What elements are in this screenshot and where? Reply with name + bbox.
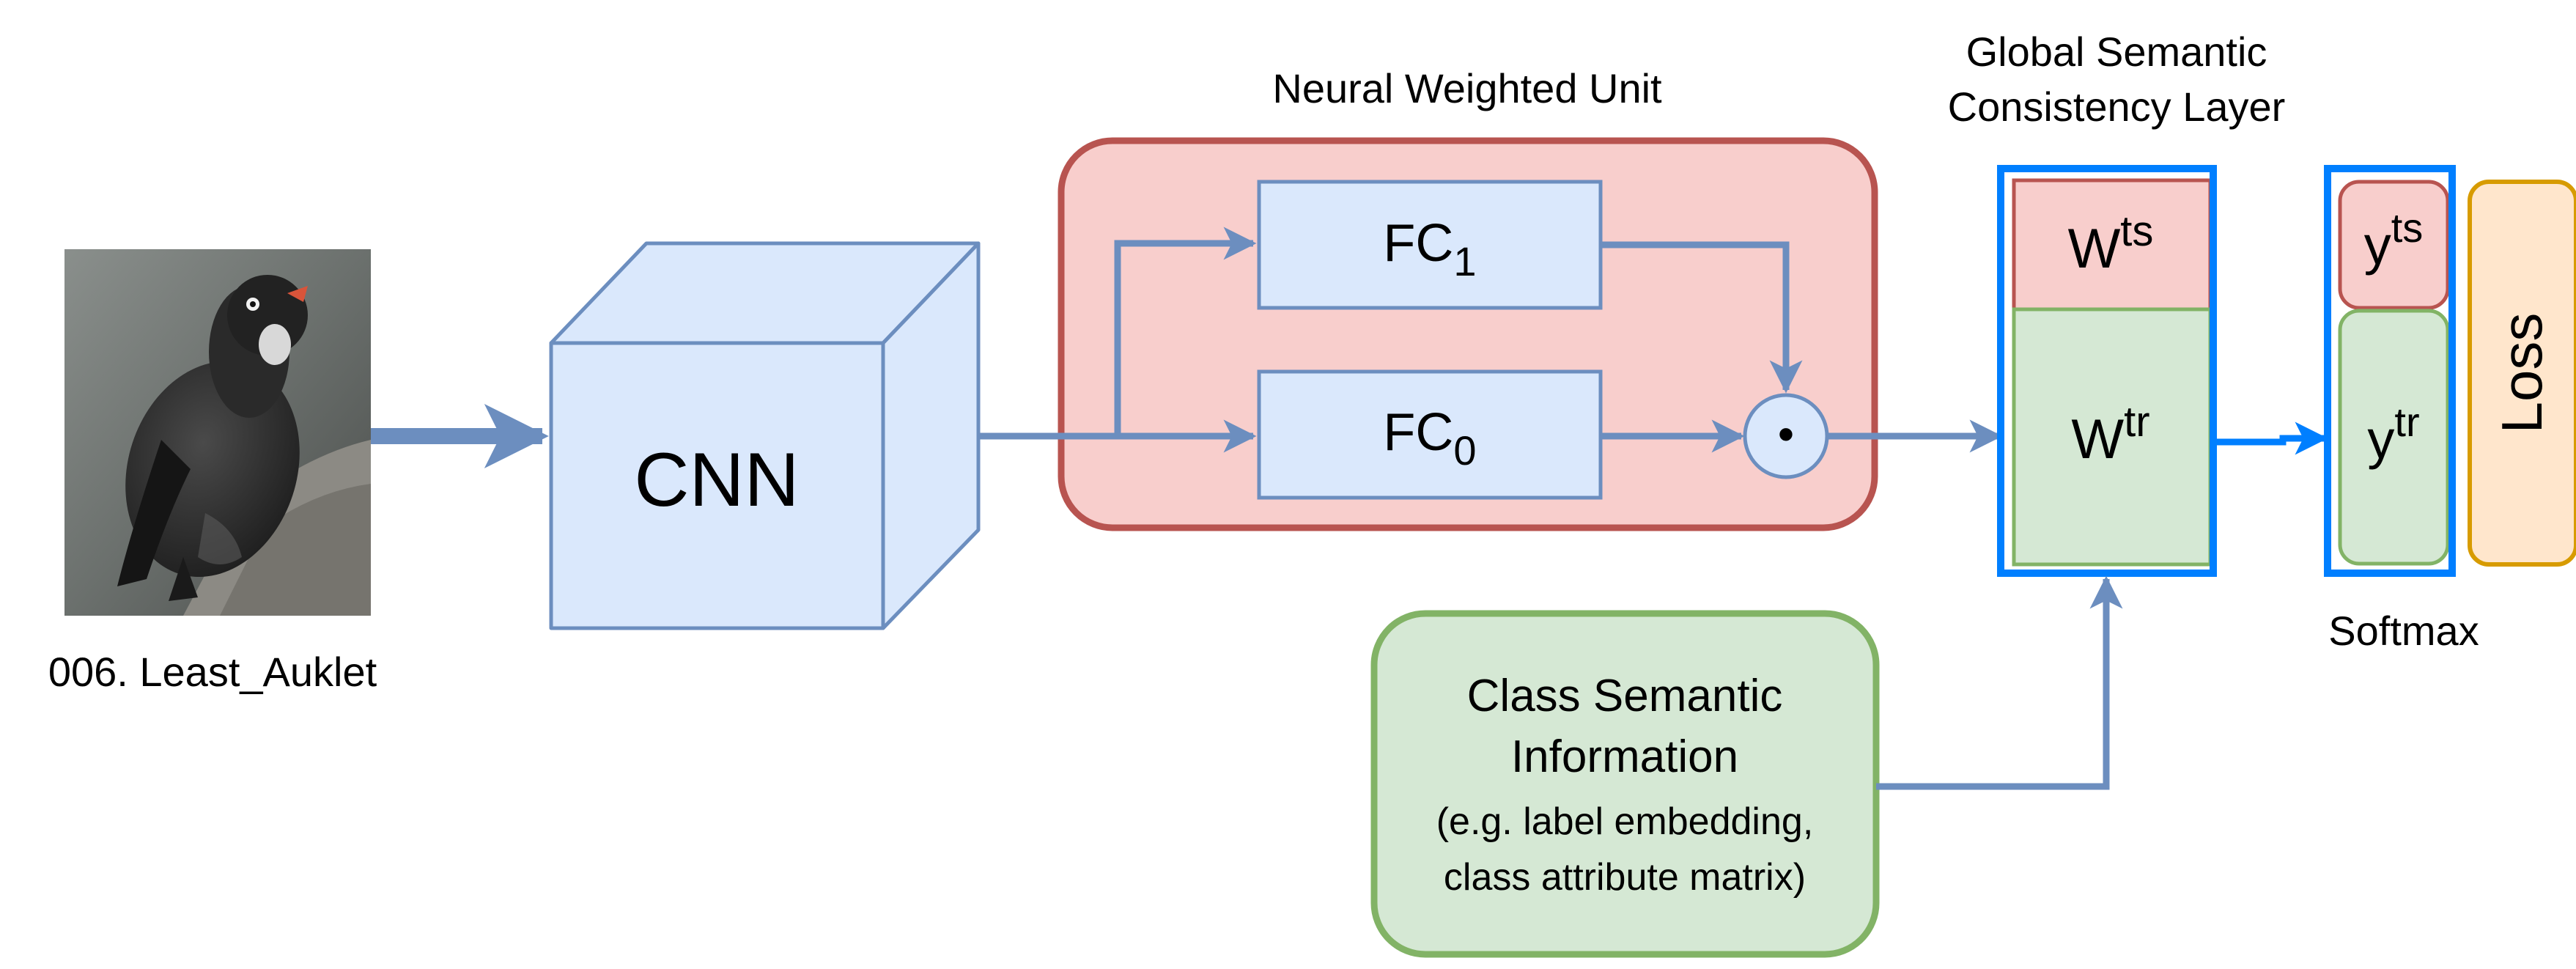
- loss-label: Loss: [2490, 313, 2554, 434]
- w-tr-box: [2012, 307, 2213, 567]
- arrow-split-to-fc1: [1114, 226, 1257, 436]
- image-caption: 006. Least_Auklet: [48, 649, 377, 695]
- y-tr-box: [2338, 309, 2450, 566]
- gsc-title-line1: Global Semantic: [1966, 29, 2267, 75]
- fc0-label: FC0: [1383, 403, 1476, 474]
- arrow-fc1-to-product: [1601, 241, 1803, 394]
- fc0-box: [1257, 369, 1603, 500]
- loss-box: [2468, 180, 2576, 567]
- y-ts-label: yts: [2364, 205, 2424, 276]
- class-semantic-box: [1370, 610, 1880, 958]
- softmax-label: Softmax: [2328, 608, 2479, 654]
- w-tr-label: Wtr: [2071, 398, 2149, 471]
- product-symbol: •: [1778, 408, 1794, 460]
- cnn-cube: [549, 241, 981, 630]
- w-ts-label: Wts: [2068, 207, 2154, 280]
- fc1-label: FC1: [1383, 214, 1476, 284]
- arrow-gsc-to-softmax: [2213, 421, 2328, 455]
- class-semantic-line1: Class Semantic: [1467, 671, 1783, 721]
- y-ts-box: [2338, 180, 2450, 310]
- cnn-label: CNN: [634, 438, 799, 523]
- class-semantic-line2: Information: [1511, 732, 1738, 782]
- neural-weighted-unit-title: Neural Weighted Unit: [1272, 65, 1662, 111]
- arrow-class-semantic-to-gsc: [1876, 575, 2123, 790]
- class-semantic-line3: (e.g. label embedding,: [1436, 800, 1814, 843]
- bird-image: [64, 249, 371, 616]
- softmax-highlight: [2324, 165, 2456, 577]
- gsc-layer-highlight: [1997, 165, 2217, 577]
- y-tr-label: ytr: [2367, 399, 2419, 470]
- class-semantic-line4: class attribute matrix): [1444, 856, 1806, 899]
- gsc-title-line2: Consistency Layer: [1948, 84, 2286, 130]
